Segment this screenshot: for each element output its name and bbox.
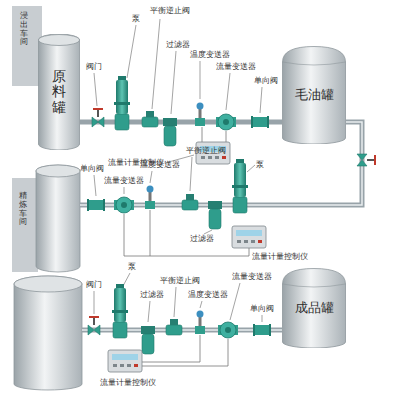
leader-line (150, 171, 152, 183)
part-label: 阀门 (86, 280, 102, 290)
flow-transmitter (216, 114, 236, 130)
tank-seam (283, 62, 346, 65)
valve-symbol (88, 316, 100, 335)
leader-line (148, 301, 150, 322)
leader-line (204, 230, 212, 234)
part-label: 流量计量控制仪 (100, 378, 156, 388)
part-label: 流量变送器 (232, 272, 272, 282)
storage-tank (14, 276, 82, 390)
leader-line (127, 25, 136, 78)
tank-top (36, 165, 80, 177)
check-valve-symbol (142, 111, 158, 127)
check-valve-symbol (253, 324, 271, 336)
part-label: 泵 (132, 14, 140, 24)
leader-line (226, 73, 230, 110)
signal-wires (124, 127, 249, 366)
tank-label: 成品罐 (295, 299, 334, 317)
part-label: 温度变送器 (190, 50, 230, 60)
part-label: 平衡逆止阀 (186, 146, 226, 156)
pump-symbol (232, 159, 248, 213)
pump-symbol (112, 284, 128, 338)
part-label: 泵 (256, 160, 264, 170)
part-label: 过滤器 (190, 234, 214, 244)
tank-top (39, 35, 80, 46)
part-label: 单向阀 (80, 164, 104, 174)
leader-line (230, 283, 240, 320)
tank-label: 原料罐 (52, 69, 66, 115)
tank-label: 毛油罐 (295, 86, 334, 104)
part-label: 温度变送器 (140, 160, 180, 170)
valve-symbol (357, 154, 376, 166)
signal-wire (226, 131, 227, 142)
part-label: 流量计量控制仪 (252, 252, 308, 262)
check-valve-symbol (182, 194, 198, 210)
temperature-transmitter (195, 103, 205, 127)
valve-symbol (357, 154, 376, 166)
part-label: 单向阀 (250, 304, 274, 314)
leader-line (190, 157, 192, 191)
storage-tank: 原料罐 (38, 34, 80, 150)
leader-line (94, 291, 95, 314)
leader-line (152, 19, 160, 109)
workshop-wall (12, 6, 42, 86)
leader-line (174, 287, 176, 317)
temperature-transmitter (145, 186, 155, 210)
check-valve-symbol (251, 116, 269, 128)
part-label: 过滤器 (140, 290, 164, 300)
leader-line (200, 61, 201, 99)
pump-symbol (114, 76, 130, 130)
signal-wire (124, 214, 249, 256)
filter-symbol (208, 201, 222, 229)
flow-controller (108, 350, 142, 372)
signal-wire (142, 339, 228, 366)
part-label: 温度变送器 (188, 290, 228, 300)
part-label: 过滤器 (166, 40, 190, 50)
part-label: 单向阀 (254, 76, 278, 86)
workshop-wall (12, 178, 38, 272)
tank-top (14, 276, 82, 292)
part-label: 流量变送器 (104, 176, 144, 186)
part-label: 泵 (128, 262, 136, 272)
part-label: 阀门 (86, 62, 102, 72)
filter-symbol (141, 326, 155, 354)
flow-transmitter (218, 322, 238, 338)
storage-tank: 成品罐 (282, 268, 346, 348)
leader-line (260, 87, 262, 113)
tank-body (283, 47, 346, 145)
signal-wire (150, 210, 151, 256)
tank-body (39, 34, 80, 150)
tank-seam (283, 284, 346, 287)
check-valve-symbol (87, 199, 105, 211)
temperature-transmitter (195, 311, 205, 335)
workshop-label: 精炼车间 (19, 192, 27, 227)
check-valve-symbol (166, 319, 182, 335)
valve-symbol (92, 108, 104, 127)
leader-line (94, 175, 96, 196)
leader-line (124, 187, 125, 194)
part-label: 流量变送器 (216, 62, 256, 72)
part-label: 平衡逆止阀 (150, 6, 190, 16)
storage-tank: 毛油罐 (282, 46, 346, 144)
storage-tank (36, 165, 80, 272)
leader-line (247, 165, 255, 172)
signal-wire (202, 127, 203, 142)
leader-line (262, 315, 263, 322)
flow-transmitter (114, 197, 134, 213)
leader-line (171, 51, 176, 114)
leader-line (200, 301, 202, 308)
leader-line (94, 73, 97, 106)
filter-symbol (163, 118, 177, 146)
workshop-label: 浸出车间 (20, 12, 28, 47)
flow-controller (232, 226, 266, 248)
leader-line (123, 273, 130, 286)
tank-body (283, 269, 346, 349)
part-label: 平衡逆止阀 (160, 276, 200, 286)
